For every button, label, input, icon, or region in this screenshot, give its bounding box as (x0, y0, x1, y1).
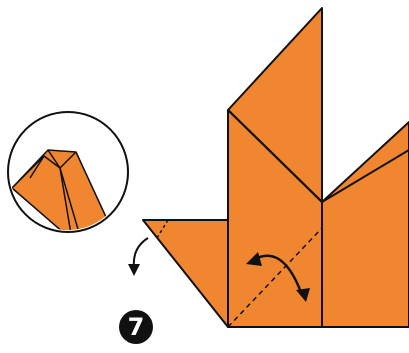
curved-down-arrow-icon (128, 238, 148, 276)
origami-model (143, 8, 409, 327)
detail-inset (8, 112, 128, 240)
right-wing-flap (322, 122, 409, 327)
head-flap (143, 220, 228, 327)
step-number-badge: 7 (119, 310, 153, 344)
